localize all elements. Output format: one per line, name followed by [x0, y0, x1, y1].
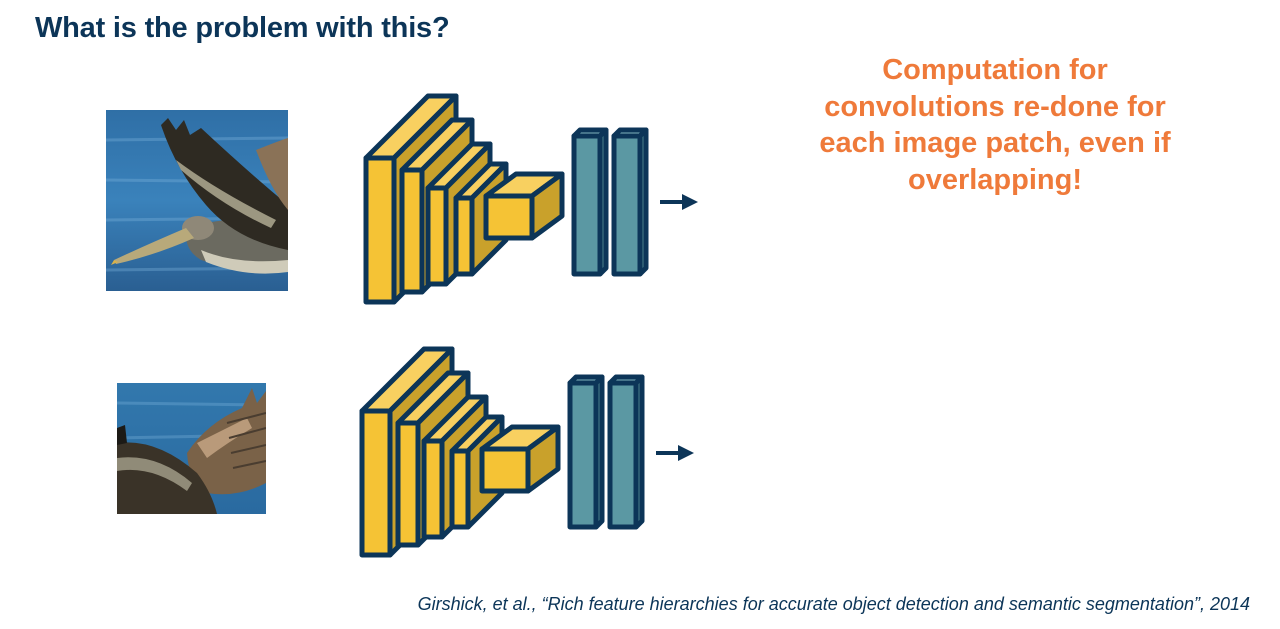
- right-arrow-icon: [656, 445, 694, 461]
- citation: Girshick, et al., “Rich feature hierarch…: [417, 594, 1250, 614]
- pelican-image-patch-1: [106, 110, 288, 291]
- fc-layer-2: [607, 374, 645, 530]
- callout-text: Computation for convolutions re-done for…: [819, 54, 1171, 196]
- right-arrow-icon: [660, 194, 698, 210]
- cnn-diagram-row-2: [356, 343, 701, 563]
- fc-layer-1: [567, 374, 605, 530]
- slide-title: What is the problem with this?: [35, 12, 450, 44]
- cnn-svg: [359, 346, 694, 558]
- cnn-diagram-row-1: [360, 90, 705, 310]
- cnn-svg: [363, 93, 698, 305]
- fc-layer-2: [611, 127, 649, 277]
- conv-layer-5: [483, 171, 565, 241]
- conv-layer-5: [479, 424, 561, 494]
- pelican-image-patch-2: [117, 383, 266, 514]
- fc-layer-1: [571, 127, 609, 277]
